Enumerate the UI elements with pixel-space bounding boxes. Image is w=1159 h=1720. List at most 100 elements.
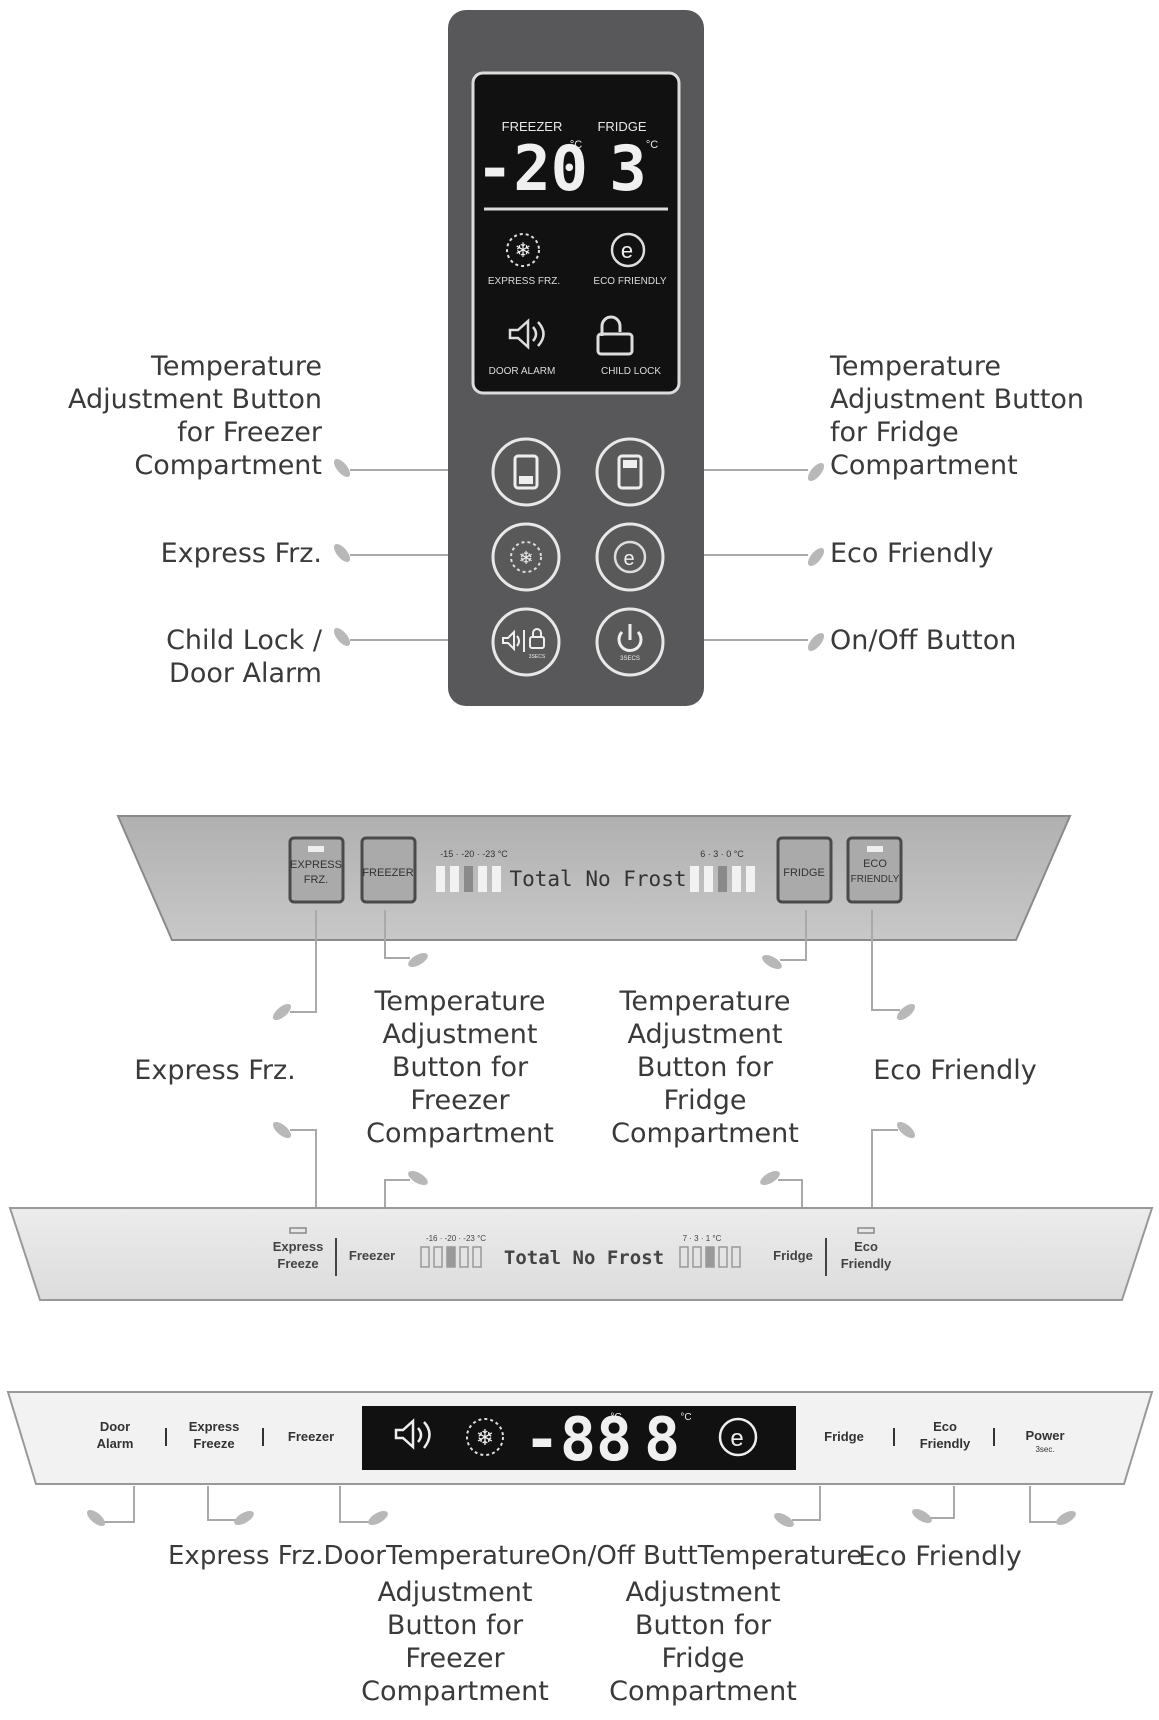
middle-callout-express-frz: Express Frz.: [134, 1055, 296, 1086]
eco-friendly-button[interactable]: e: [595, 522, 665, 592]
panel2-fridge-level-bars: [690, 866, 755, 892]
callout-line: Compartment: [611, 1118, 799, 1149]
panel2-freezer-button[interactable]: FREEZER: [360, 836, 417, 904]
callout-eco-friendly: Eco Friendly: [830, 538, 994, 569]
panel3-express-freeze-button[interactable]: Express Freeze: [273, 1227, 324, 1271]
panel3-fridge-label: Fridge: [773, 1248, 813, 1263]
panel2-freezer-scale: -15 · -20 · -23 °C: [440, 849, 508, 859]
freezer-unit: °C: [570, 139, 582, 151]
fridge-temp-button[interactable]: [595, 437, 665, 507]
callout-line: Adjustment Button: [67, 384, 322, 415]
panel3-brand-text: Total No Frost: [504, 1247, 664, 1269]
light-touch-control-panel: Express Freeze Freezer -16 · -20 · -23 °…: [8, 1207, 1154, 1301]
callout-freezer-temp-button: Temperature Adjustment Button for Freeze…: [40, 350, 322, 482]
power-button[interactable]: 3SECS: [595, 607, 665, 677]
bottom-leader-tips: [86, 1509, 1076, 1527]
panel4-freezer-button[interactable]: Freezer: [288, 1429, 334, 1444]
bottom-callout-overlap-line: Express Frz.DoorTemperatureOn/Off ButtTe…: [168, 1541, 863, 1571]
panel3-freezer-label: Freezer: [349, 1248, 395, 1263]
panel3-express-line2: Freeze: [277, 1256, 318, 1271]
white-display-control-panel: Door Alarm Express Freeze Freezer ❄ -88 …: [6, 1391, 1154, 1485]
panel3-eco-line1: Eco: [854, 1239, 878, 1254]
slanted-grey-control-panel: EXPRESS FRZ. FREEZER -15 · -20 · -23 °C …: [116, 815, 1072, 941]
panel4-fridge-digit: 8: [644, 1405, 680, 1475]
eco-leaf-icon: e: [610, 232, 646, 268]
panel4-fridge-label: Fridge: [824, 1429, 864, 1444]
express-frz-display-label: EXPRESS FRZ.: [488, 276, 560, 287]
callout-line: Button for: [636, 1052, 774, 1083]
express-freeze-icon: ❄: [506, 233, 540, 267]
power-hold-caption: 3SECS: [620, 656, 640, 662]
panel4-eco-line2: Friendly: [920, 1436, 971, 1451]
panel4-eco-button[interactable]: Eco Friendly: [920, 1419, 971, 1451]
callout-child-lock-door-alarm: Child Lock / Door Alarm: [40, 624, 322, 690]
panel2-eco-button[interactable]: ECO FRIENDLY: [846, 836, 903, 904]
callout-line: Compartment: [609, 1676, 797, 1707]
callout-line: Button for: [634, 1610, 772, 1641]
speaker-icon: [508, 318, 545, 350]
panel4-door-alarm-line1: Door: [100, 1419, 130, 1434]
callout-line: Adjustment: [382, 1019, 538, 1050]
callout-line: Adjustment: [627, 1019, 783, 1050]
callout-line: Compartment: [366, 1118, 554, 1149]
panel4-door-alarm-line2: Alarm: [97, 1436, 134, 1451]
bottom-leader-lines: [104, 1486, 1058, 1523]
panel4-snowflake-icon: ❄: [466, 1418, 504, 1456]
middle-leader-tips: [272, 953, 916, 1185]
bottom-callout-fridge-temp: Adjustment Button for Fridge Compartment: [593, 1576, 813, 1708]
panel3-fridge-button[interactable]: Fridge: [773, 1248, 813, 1263]
panel3-eco-button[interactable]: Eco Friendly: [841, 1227, 892, 1271]
panel3-freezer-scale: -16 · -20 · -23 °C: [426, 1234, 486, 1243]
panel2-fridge-scale: 6 · 3 · 0 °C: [700, 849, 744, 859]
callout-line: Compartment: [830, 450, 1018, 481]
panel4-power-sub: 3sec.: [1035, 1445, 1054, 1454]
panel4-power-button[interactable]: Power 3sec.: [1025, 1428, 1064, 1454]
middle-callout-freezer-temp: Temperature Adjustment Button for Freeze…: [350, 985, 570, 1150]
callout-line: Temperature: [374, 986, 546, 1017]
callout-express-frz: Express Frz.: [160, 538, 322, 569]
middle-callout-eco-friendly: Eco Friendly: [873, 1055, 1037, 1086]
callout-line: Temperature: [619, 986, 791, 1017]
panel4-display: [362, 1406, 796, 1470]
eco-icon: e: [623, 548, 634, 570]
panel2-freezer-level-bars: [436, 866, 501, 892]
bottom-callout-eco-friendly: Eco Friendly: [858, 1541, 1022, 1572]
button-hold-caption: 3SECS: [529, 654, 546, 660]
callout-fridge-temp-button: Temperature Adjustment Button for Fridge…: [830, 350, 1130, 482]
callout-line: for Freezer: [177, 417, 322, 448]
callout-line: Compartment: [134, 450, 322, 481]
panel4-speaker-icon: [394, 1418, 431, 1450]
panel3-eco-line2: Friendly: [841, 1256, 892, 1271]
middle-leader-lines: [290, 910, 900, 1208]
express-freeze-button[interactable]: ❄: [491, 522, 561, 592]
callout-line: Fridge: [663, 1085, 747, 1116]
svg-text:❄: ❄: [515, 240, 532, 262]
panel2-express-frz-button[interactable]: EXPRESS FRZ.: [288, 836, 345, 904]
child-lock-display-label: CHILD LOCK: [601, 366, 661, 377]
callout-line: Adjustment Button: [830, 384, 1085, 415]
panel4-express-freeze-button[interactable]: Express Freeze: [189, 1419, 240, 1451]
callout-line: Adjustment: [377, 1577, 533, 1608]
svg-text:e: e: [730, 1425, 743, 1452]
panel4-freezer-label: Freezer: [288, 1429, 334, 1444]
panel4-express-line2: Freeze: [193, 1436, 234, 1451]
panel4-door-alarm-button[interactable]: Door Alarm: [97, 1419, 134, 1451]
middle-callout-fridge-temp: Temperature Adjustment Button for Fridge…: [595, 985, 815, 1150]
panel4-express-line1: Express: [189, 1419, 240, 1434]
callout-line: Door Alarm: [169, 658, 322, 689]
panel4-eco-icon: e: [718, 1417, 758, 1457]
panel2-fridge-label: FRIDGE: [783, 867, 825, 879]
callout-line: Compartment: [361, 1676, 549, 1707]
panel4-freezer-digits: -88: [524, 1405, 632, 1475]
snowflake-icon: ❄: [518, 548, 533, 568]
callout-line: Freezer: [410, 1085, 510, 1116]
child-lock-door-alarm-button[interactable]: 3SECS: [491, 607, 561, 677]
panel3-freezer-button[interactable]: Freezer: [349, 1248, 395, 1263]
freezer-temp-button[interactable]: [491, 437, 561, 507]
panel4-fridge-button[interactable]: Fridge: [824, 1429, 864, 1444]
panel2-fridge-button[interactable]: FRIDGE: [776, 836, 833, 904]
panel3-freezer-level-bars: [420, 1246, 482, 1268]
panel4-power-label: Power: [1025, 1428, 1064, 1443]
callout-line: Adjustment: [625, 1577, 781, 1608]
callout-line: Temperature: [830, 351, 1002, 382]
